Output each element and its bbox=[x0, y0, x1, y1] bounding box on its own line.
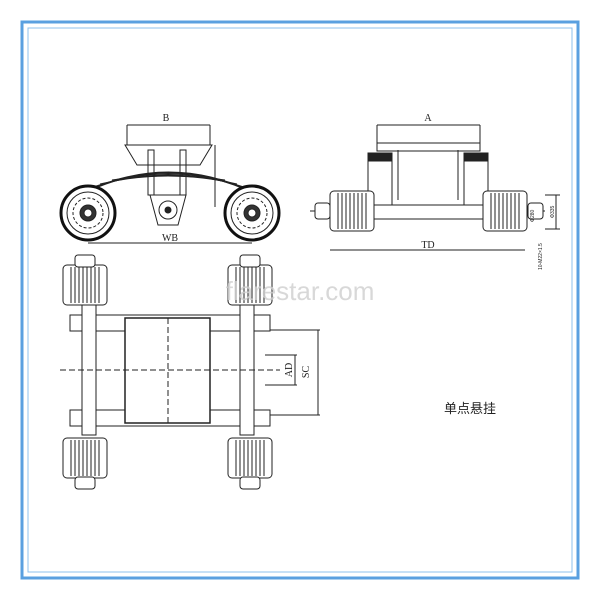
front-view bbox=[310, 124, 560, 251]
page-border bbox=[20, 20, 580, 580]
dimension-b-label: B bbox=[163, 113, 170, 124]
watermark: flarestar.com bbox=[226, 276, 375, 306]
dimension-sc-label: SC bbox=[301, 366, 312, 379]
bolt-circle-label: Φ280 bbox=[530, 209, 536, 222]
hub-diameter-label: Φ335 bbox=[550, 205, 556, 218]
drawing-caption: 单点悬挂 bbox=[444, 402, 496, 417]
dimension-td-label: TD bbox=[421, 240, 434, 251]
stud-spec-label: 10-M22×1.5 bbox=[538, 243, 544, 270]
dimension-a-label: A bbox=[424, 113, 432, 124]
top-view bbox=[60, 254, 320, 490]
dimension-ad-label: AD bbox=[284, 363, 295, 377]
dimension-wb-label: WB bbox=[162, 233, 178, 244]
side-view bbox=[59, 124, 281, 244]
